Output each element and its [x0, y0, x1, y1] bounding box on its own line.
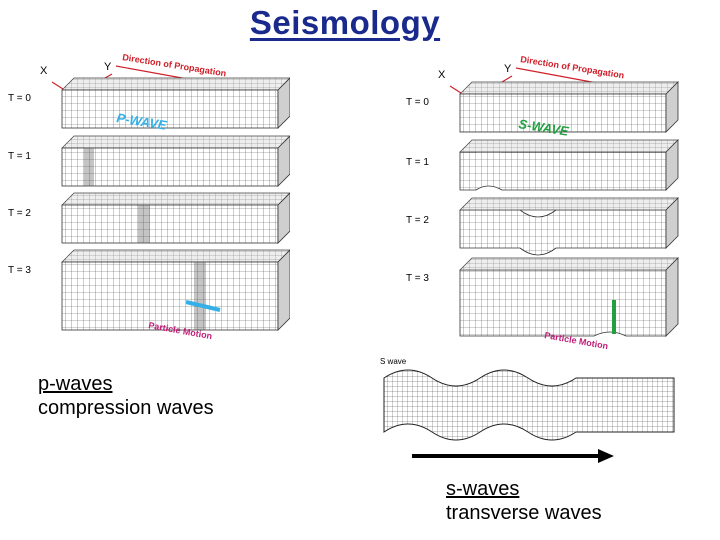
s-waves-subtitle: transverse waves	[446, 502, 602, 524]
p-block-t0	[61, 77, 290, 129]
s-time-label-2: T = 2	[406, 215, 429, 226]
s-waves-heading: s-waves	[446, 478, 520, 500]
p-propagation-label: Direction of Propagation	[122, 52, 227, 78]
s-wave-block-figure: S wave	[380, 357, 675, 463]
p-waves-heading: p-waves	[38, 373, 113, 395]
s-time-label-0: T = 0	[406, 97, 429, 108]
s-wave-figure: X Y Z Direction of Propagation T = 0 T =…	[406, 54, 679, 351]
p-time-label-1: T = 1	[8, 151, 31, 162]
s-block-t2	[459, 197, 679, 256]
s-time-label-1: T = 1	[406, 157, 429, 168]
s-axis-x-label: X	[438, 69, 446, 81]
p-waves-subtitle: compression waves	[38, 397, 214, 419]
s-block-t1	[459, 139, 679, 191]
p-particle-motion-arrow	[185, 300, 221, 312]
p-time-label-3: T = 3	[8, 265, 31, 276]
s-block-t3	[459, 257, 679, 337]
s-wave-direction-arrowhead	[598, 449, 614, 463]
s-axis-y-label: Y	[504, 63, 512, 75]
p-axis-x-label: X	[40, 65, 48, 77]
p-block-t1	[61, 135, 290, 187]
s-waves-caption: s-waves transverse waves	[446, 477, 602, 525]
p-block-t2	[61, 192, 290, 244]
p-axis-y-label: Y	[104, 61, 112, 73]
p-waves-caption: p-waves compression waves	[38, 372, 214, 420]
s-block-t0	[459, 81, 679, 133]
p-block-t3	[61, 249, 290, 331]
p-wave-figure: X Y Z Direction of Propagation T = 0 T =…	[8, 52, 290, 341]
slide-title: Seismology	[249, 4, 441, 41]
s-wave-block-label: S wave	[380, 357, 407, 366]
s-propagation-label: Direction of Propagation	[520, 54, 625, 80]
s-time-label-3: T = 3	[406, 273, 429, 284]
p-time-label-2: T = 2	[8, 208, 31, 219]
p-time-label-0: T = 0	[8, 93, 31, 104]
s-wave-block	[383, 369, 675, 441]
